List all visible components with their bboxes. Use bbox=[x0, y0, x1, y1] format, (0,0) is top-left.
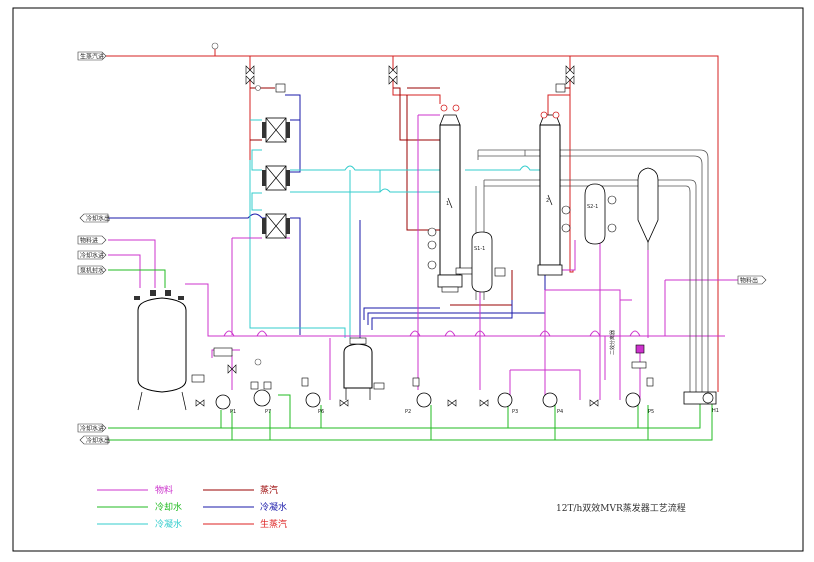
svg-text:2: 2 bbox=[546, 198, 549, 204]
vessel-note: 二效分离器 bbox=[609, 330, 616, 355]
legend-item-condensate-blue: 冷凝水 bbox=[203, 501, 287, 513]
output-tag-product: 物料出 bbox=[737, 275, 767, 285]
svg-text:1: 1 bbox=[446, 201, 449, 207]
compressor-h1: H1 bbox=[683, 391, 719, 414]
separator-s2-1: S2-1 bbox=[584, 183, 617, 245]
vapor-lines bbox=[250, 87, 570, 306]
input-tag-feed: 物料进 bbox=[77, 235, 107, 245]
legend-item-condensate-cyan: 冷凝水 bbox=[97, 518, 182, 530]
pump-p3: P3 bbox=[497, 392, 518, 415]
svg-text:P3: P3 bbox=[512, 409, 518, 415]
svg-text:蒸汽: 蒸汽 bbox=[260, 484, 278, 496]
svg-text:生蒸汽: 生蒸汽 bbox=[260, 518, 287, 530]
svg-text:冷凝水: 冷凝水 bbox=[260, 501, 287, 513]
feed-tank bbox=[134, 290, 205, 411]
svg-text:冷却水: 冷却水 bbox=[155, 501, 182, 513]
svg-text:泵机封水: 泵机封水 bbox=[80, 267, 104, 275]
first-effect-evaporator: 1 bbox=[427, 104, 481, 293]
svg-text:H1: H1 bbox=[712, 408, 719, 414]
svg-text:P7: P7 bbox=[265, 409, 271, 415]
cyclone-separator bbox=[637, 167, 659, 250]
pump-p5: P5 bbox=[625, 392, 654, 415]
pump-p2: P2 bbox=[405, 392, 432, 415]
svg-text:冷凝水: 冷凝水 bbox=[155, 518, 182, 530]
steam-lines bbox=[100, 46, 719, 392]
svg-text:P4: P4 bbox=[557, 409, 563, 415]
input-tag-cooling-water-in-bottom: 冷却水进 bbox=[77, 423, 107, 433]
input-tag-cooling-water-out-bottom: 冷却水出 bbox=[79, 435, 110, 445]
svg-text:物料进: 物料进 bbox=[80, 237, 98, 245]
svg-text:冷却水进: 冷却水进 bbox=[80, 252, 104, 260]
svg-text:P2: P2 bbox=[405, 409, 411, 415]
cyan-lines bbox=[249, 119, 540, 338]
legend-item-material: 物料 bbox=[97, 484, 173, 496]
svg-text:P5: P5 bbox=[648, 409, 654, 415]
svg-text:冷却水出: 冷却水出 bbox=[86, 437, 110, 445]
valves bbox=[195, 65, 654, 407]
svg-text:冷却水进: 冷却水进 bbox=[80, 425, 104, 433]
material-line-crossovers bbox=[223, 330, 641, 337]
pump-p7: P7 bbox=[250, 381, 272, 415]
svg-text:S2-1: S2-1 bbox=[587, 204, 598, 210]
legend-item-cooling-water: 冷却水 bbox=[97, 501, 182, 513]
pressure-gauges bbox=[211, 42, 262, 366]
second-effect-evaporator: 2 bbox=[537, 111, 571, 276]
input-tag-steam: 生蒸汽进 bbox=[77, 51, 107, 61]
input-tag-pump-water: 泵机封水 bbox=[77, 265, 107, 275]
legend-item-steam: 蒸汽 bbox=[203, 484, 278, 496]
pump-p1: P1 bbox=[215, 394, 236, 415]
svg-text:P6: P6 bbox=[318, 409, 324, 415]
pump-p6: P6 bbox=[305, 392, 324, 415]
svg-text:物料出: 物料出 bbox=[740, 277, 758, 285]
legend-item-live-steam: 生蒸汽 bbox=[203, 518, 287, 530]
cooling-water-lines bbox=[108, 269, 713, 441]
legend: 物料 冷却水 冷凝水 蒸汽 冷凝水 生蒸汽 bbox=[97, 484, 287, 530]
material-lines bbox=[108, 114, 740, 400]
svg-text:P1: P1 bbox=[230, 409, 236, 415]
svg-text:冷却水出: 冷却水出 bbox=[86, 215, 110, 223]
input-tag-cooling-in: 冷却水进 bbox=[77, 250, 107, 260]
plate-heat-exchanger-3 bbox=[262, 213, 290, 239]
diagram-title: 12T/h双效MVR蒸发器工艺流程 bbox=[556, 502, 686, 514]
svg-text:生蒸汽进: 生蒸汽进 bbox=[80, 53, 104, 61]
svg-text:物料: 物料 bbox=[155, 484, 173, 496]
input-tag-cooling-out: 冷却水出 bbox=[79, 213, 110, 223]
condensate-tank bbox=[343, 337, 385, 400]
plate-heat-exchanger-2 bbox=[262, 165, 290, 191]
outer-frame bbox=[12, 7, 804, 552]
svg-text:S1-1: S1-1 bbox=[474, 246, 485, 252]
plate-heat-exchanger-1 bbox=[262, 117, 290, 143]
separator-s1-1: S1-1 bbox=[471, 231, 506, 293]
pump-p4: P4 bbox=[542, 392, 563, 415]
